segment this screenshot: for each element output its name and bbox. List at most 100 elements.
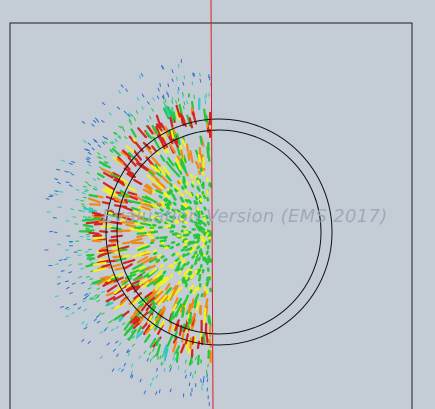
field-vector <box>154 215 159 219</box>
field-vector <box>93 188 97 191</box>
field-vector <box>190 284 194 289</box>
field-vector <box>91 278 104 285</box>
field-vector <box>168 263 173 268</box>
field-vector <box>93 236 105 240</box>
field-vector <box>182 253 187 258</box>
field-vector <box>163 191 168 196</box>
field-vector <box>127 191 138 196</box>
field-vector <box>85 220 99 225</box>
field-vector <box>196 236 202 241</box>
field-vector <box>117 367 121 371</box>
field-vector <box>174 286 183 295</box>
field-vector <box>198 200 203 205</box>
field-vector <box>144 291 153 299</box>
field-vector <box>174 260 179 265</box>
field-vector <box>156 367 158 372</box>
field-vector <box>184 275 189 280</box>
field-vector <box>118 248 128 252</box>
field-vector <box>83 140 87 144</box>
field-vector <box>86 276 90 278</box>
field-vector <box>109 150 114 153</box>
field-vector <box>114 266 126 271</box>
field-vector <box>193 335 197 346</box>
field-vector <box>85 227 90 229</box>
field-vector <box>198 248 203 253</box>
field-vector <box>101 290 105 293</box>
vector-field-plot <box>44 59 213 407</box>
field-vector <box>184 369 187 374</box>
field-vector <box>144 130 153 140</box>
field-vector <box>179 255 184 260</box>
field-vector <box>171 100 173 104</box>
field-vector <box>161 362 164 366</box>
field-vector <box>96 156 101 159</box>
field-vector <box>160 122 166 131</box>
field-vector <box>126 199 140 205</box>
field-vector <box>105 161 109 164</box>
field-vector <box>189 173 194 179</box>
field-vector <box>161 95 165 100</box>
field-vector <box>74 223 79 225</box>
field-vector <box>197 221 202 226</box>
field-vector <box>68 271 73 274</box>
field-vector <box>184 333 189 345</box>
field-vector <box>87 292 92 295</box>
field-vector <box>68 162 73 165</box>
field-vector <box>93 119 97 123</box>
field-vector <box>113 276 124 283</box>
field-vector <box>155 343 161 357</box>
field-vector <box>142 202 153 208</box>
field-vector <box>55 295 59 298</box>
field-vector <box>102 162 106 165</box>
field-vector <box>186 114 192 127</box>
field-vector <box>86 160 91 163</box>
field-vector <box>129 112 132 117</box>
field-vector <box>181 276 186 282</box>
field-vector <box>115 325 119 329</box>
field-vector <box>129 195 138 201</box>
field-vector <box>198 194 202 200</box>
field-vector <box>123 362 126 367</box>
field-vector <box>161 65 165 70</box>
field-vector <box>121 254 131 258</box>
field-vector <box>126 172 134 179</box>
field-vector <box>185 205 190 210</box>
field-vector <box>111 147 121 157</box>
field-vector <box>177 365 180 370</box>
field-vector <box>92 261 107 266</box>
field-vector <box>187 303 192 314</box>
field-vector <box>105 303 110 307</box>
field-vector <box>186 318 191 329</box>
field-vector <box>193 250 198 255</box>
field-vector <box>154 205 159 209</box>
field-vector <box>196 179 201 185</box>
field-vector <box>81 321 85 325</box>
field-vector <box>182 180 186 185</box>
field-vector <box>89 207 93 209</box>
field-vector <box>81 121 86 124</box>
field-vector <box>206 378 209 383</box>
field-vector <box>123 167 135 176</box>
coil-outer-ring <box>105 118 333 346</box>
field-vector <box>64 170 69 173</box>
field-vector <box>92 178 97 181</box>
field-vector <box>83 327 88 330</box>
field-vector <box>119 296 130 306</box>
field-vector <box>65 306 69 309</box>
field-vector <box>126 113 130 117</box>
field-vector <box>57 282 61 285</box>
field-vector <box>166 201 172 206</box>
field-vector <box>183 245 188 249</box>
field-vector <box>144 264 156 272</box>
field-vector <box>144 296 155 306</box>
field-vector <box>184 283 188 288</box>
field-vector <box>164 172 172 182</box>
field-vector <box>87 287 92 290</box>
field-vector <box>195 239 200 244</box>
field-vector <box>146 357 149 362</box>
field-vector <box>165 283 171 291</box>
field-vector <box>162 107 170 120</box>
field-vector <box>70 208 74 210</box>
